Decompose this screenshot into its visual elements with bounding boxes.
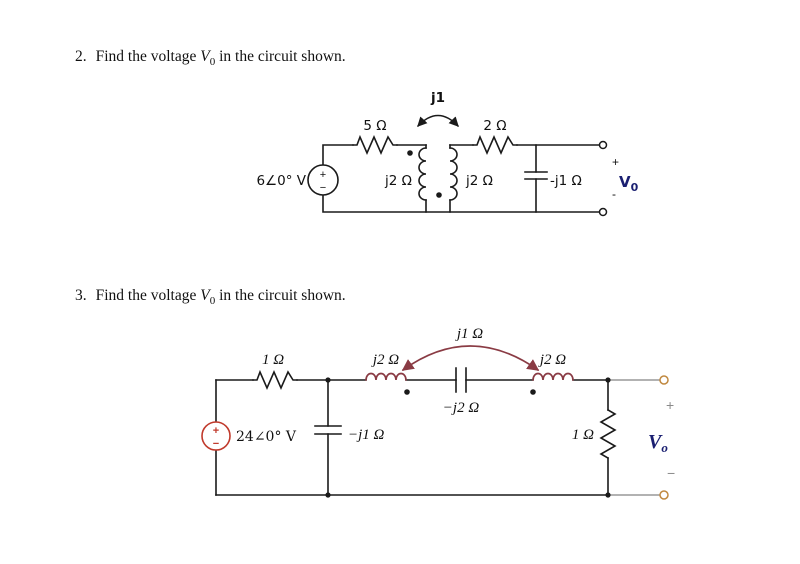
- inductor-left-label: j2 Ω: [371, 352, 399, 368]
- circuit3-voltage-source: + − 24∠0° V: [201, 421, 297, 451]
- mutual-coupling-arrow: [417, 114, 459, 127]
- output-plus-sign: +: [612, 155, 619, 169]
- circuit2-wires: [322, 144, 601, 213]
- circuit2-resistor-2ohm: 2 Ω: [472, 118, 518, 155]
- circuit2-voltage-source: + − 6∠0° V: [256, 164, 339, 196]
- problem-2-variable-sub: 0: [209, 56, 216, 69]
- problem-2-text-before: Find the voltage: [95, 48, 201, 65]
- vout-symbol: V: [619, 173, 631, 191]
- secondary-coil: [449, 147, 458, 201]
- right-polarity-dot: [530, 389, 536, 395]
- junction-dot: [325, 377, 331, 383]
- resistor-1ohm-load-label: 1 Ω: [572, 427, 594, 443]
- mutual-inductance-label: j1 Ω: [455, 326, 483, 342]
- voltage-source-symbol: [201, 421, 231, 451]
- circuit2-transformer: j2 Ω j2 Ω j1: [384, 90, 493, 201]
- primary-coil: [418, 147, 427, 201]
- series-capacitor-label: −j2 Ω: [443, 400, 480, 416]
- output-plus-sign: +: [666, 397, 674, 413]
- resistor-5ohm-label: 5 Ω: [363, 118, 386, 134]
- primary-coil-label: j2 Ω: [384, 173, 412, 189]
- left-polarity-dot: [404, 389, 410, 395]
- capacitor-symbol: [524, 171, 548, 180]
- resistor-symbol: [352, 134, 398, 155]
- circuit3-coupled-inductors: j2 Ω j2 Ω j1 Ω: [365, 326, 574, 395]
- inductor-left-coil: [365, 372, 407, 381]
- resistor-symbol: [599, 408, 617, 460]
- inductor-right-label: j2 Ω: [538, 352, 566, 368]
- source-label: 24∠0° V: [236, 429, 297, 445]
- secondary-coil-label: j2 Ω: [465, 173, 493, 189]
- problem-3-text-after: in the circuit shown.: [215, 287, 346, 304]
- circuit2-capacitor: -j1 Ω: [524, 171, 582, 189]
- vout-subscript: o: [661, 440, 668, 455]
- output-terminal-top: [659, 375, 669, 385]
- vout-symbol: V: [648, 431, 663, 453]
- wire: [322, 194, 601, 213]
- primary-polarity-dot: [407, 150, 413, 156]
- junction-dot: [605, 492, 611, 498]
- source-label: 6∠0° V: [256, 173, 306, 189]
- junction-dot: [325, 492, 331, 498]
- source-plus-sign: +: [213, 425, 219, 437]
- problem-3-statement: 3. Find the voltage V0 in the circuit sho…: [75, 287, 346, 307]
- resistor-1ohm-series-label: 1 Ω: [262, 352, 284, 368]
- resistor-symbol: [472, 134, 518, 155]
- secondary-polarity-dot: [436, 192, 442, 198]
- junction-dot: [605, 377, 611, 383]
- circuit3-capacitor-shunt: −j1 Ω: [314, 425, 385, 443]
- capacitor-label: -j1 Ω: [550, 173, 582, 189]
- voltage-source-symbol: [307, 164, 339, 196]
- circuit3-capacitor-series: −j2 Ω: [443, 367, 480, 416]
- vout-label: Vo: [648, 431, 668, 455]
- source-minus-sign: −: [320, 182, 326, 194]
- circuit3-resistor-1ohm-load: 1 Ω: [572, 408, 617, 460]
- output-terminal-bottom: [659, 490, 669, 500]
- wire-to-terminals: [608, 379, 660, 496]
- resistor-2ohm-label: 2 Ω: [483, 118, 506, 134]
- mutual-inductance-label: j1: [430, 90, 445, 106]
- wire: [322, 144, 354, 166]
- problem-3-number: 3.: [75, 287, 87, 304]
- capacitor-symbol: [314, 425, 342, 435]
- vout-subscript: 0: [631, 181, 639, 194]
- shunt-capacitor-label: −j1 Ω: [348, 427, 385, 443]
- resistor-symbol: [252, 369, 298, 390]
- circuit3-resistor-1ohm-series: 1 Ω: [252, 352, 298, 390]
- circuit3-wires: [215, 377, 660, 498]
- circuit2-resistor-5ohm: 5 Ω: [352, 118, 398, 155]
- problem-2-text-after: in the circuit shown.: [215, 48, 346, 65]
- problem-2-variable: V: [200, 48, 210, 65]
- problem-2-number: 2.: [75, 48, 87, 65]
- problem-3-variable: V: [200, 287, 210, 304]
- output-terminal-top: [598, 140, 608, 150]
- problem-2-statement: 2. Find the voltage V0 in the circuit sho…: [75, 48, 346, 68]
- output-minus-sign: -: [612, 187, 616, 201]
- inductor-right-coil: [532, 372, 574, 381]
- mutual-coupling-arrow: [401, 345, 540, 371]
- source-minus-sign: −: [213, 438, 219, 450]
- output-terminal-bottom: [598, 207, 608, 217]
- circuit3-schematic: + − 24∠0° V 1 Ω −j1 Ω j2 Ω j2 Ω j1 Ω −j2…: [201, 326, 675, 500]
- circuit2-schematic: + − 6∠0° V 5 Ω 2 Ω j2 Ω j2 Ω j1 -j1 Ω + …: [256, 90, 639, 217]
- circuit3-output: + − Vo: [648, 375, 675, 500]
- capacitor-symbol: [455, 367, 467, 393]
- problem-3-variable-sub: 0: [209, 295, 216, 308]
- output-minus-sign: −: [667, 465, 675, 481]
- problem-3-text-before: Find the voltage: [95, 287, 201, 304]
- circuit2-output: + - V0: [598, 140, 639, 217]
- source-plus-sign: +: [320, 169, 326, 181]
- vout-label: V0: [619, 173, 639, 194]
